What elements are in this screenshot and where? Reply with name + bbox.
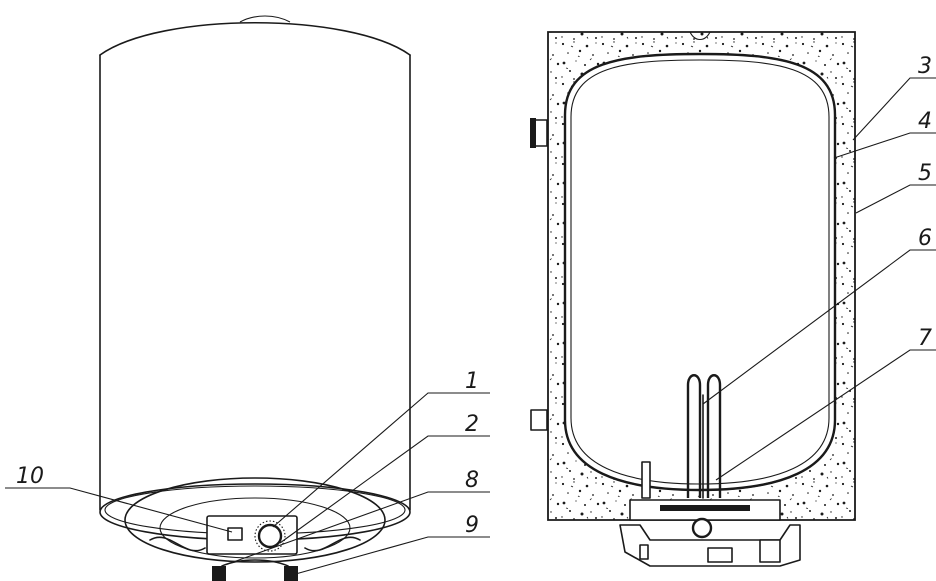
- control-panel: [206, 515, 298, 555]
- callout-5: 5: [918, 161, 932, 186]
- mounting-bracket: [534, 119, 548, 147]
- heater-section-view: [530, 31, 856, 567]
- thermostat-probe: [641, 461, 651, 499]
- bottom-cover: [124, 477, 386, 563]
- tank-body: [99, 54, 411, 511]
- inner-tank: [563, 52, 837, 492]
- callout-8: 8: [465, 468, 479, 493]
- control-housing: [619, 524, 801, 567]
- callout-numbers: 1 2 3 4 5 6 7 8 9 10: [16, 54, 932, 538]
- heating-element: [686, 374, 722, 498]
- callout-3: 3: [918, 54, 932, 79]
- inlet-pipe: [212, 566, 226, 581]
- indicator-lamp: [227, 527, 243, 541]
- outlet-pipe: [284, 566, 298, 581]
- top-cap: [99, 22, 411, 56]
- thermostat-knob: [257, 523, 283, 549]
- heater-exterior-view: [99, 15, 411, 581]
- callout-1: 1: [465, 369, 479, 394]
- insulation-layer: [547, 31, 856, 521]
- callout-7: 7: [918, 326, 932, 351]
- side-fitting: [530, 409, 548, 431]
- callout-9: 9: [465, 513, 479, 538]
- leader-lines: [5, 77, 936, 576]
- callout-10: 10: [16, 464, 44, 489]
- callout-2: 2: [465, 412, 479, 437]
- callout-4: 4: [918, 109, 932, 134]
- callout-6: 6: [918, 226, 932, 251]
